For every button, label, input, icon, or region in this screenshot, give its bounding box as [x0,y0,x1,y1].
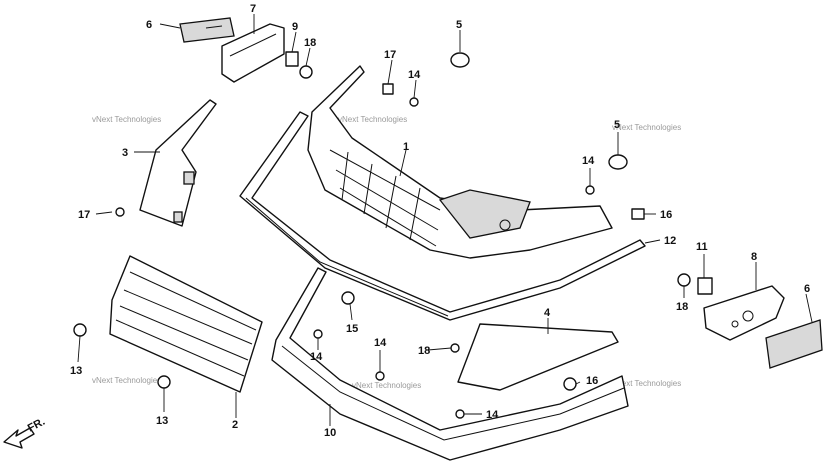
watermark: vNext Technologies [338,115,407,124]
part-6-lens-right [765,319,823,369]
part-4-bracket [457,323,619,391]
leader-lines [77,14,813,426]
watermark: vNext Technologies [612,379,681,388]
callout-13: 13 [70,365,82,377]
watermark: vNext Technologies [352,381,421,390]
callout-14: 14 [486,409,499,421]
watermark: vNext Technologies [612,123,681,132]
callout-1: 1 [403,141,409,153]
callout-8: 8 [751,251,757,263]
front-direction-arrow: FR. [3,416,47,449]
callout-14: 14 [310,351,323,363]
part-5-grommet-top [450,52,470,68]
callout-16: 16 [660,209,672,221]
callout-9: 9 [292,21,298,33]
callout-3: 3 [122,147,128,159]
part-12-molding [239,111,646,321]
part-16-clip-right [631,208,645,220]
part-10-clip [697,277,713,295]
callout-2: 2 [232,419,238,431]
callouts: 6 7 9 18 5 17 14 1 3 17 14 5 16 12 11 8 … [70,3,810,439]
callout-10: 11 [696,241,708,253]
callout-14: 14 [374,337,387,349]
callout-15: 16 [586,375,598,387]
part-13-bolts [73,323,171,389]
callout-7: 7 [250,3,256,15]
callout-18: 18 [676,301,688,313]
callout-15: 15 [346,323,358,335]
callout-12: 12 [664,235,676,247]
part-15-bolts [341,291,577,391]
part-18-grommet-right [677,273,691,287]
callout-17: 18 [418,345,430,357]
part-2-left-grille [109,255,263,393]
part-16-clip-top [382,83,394,95]
part-9-clip [285,51,299,67]
callout-13: 13 [156,415,168,427]
part-1-grille-frame [307,65,613,259]
callout-14: 14 [582,155,595,167]
watermark: vNext Technologies [92,376,161,385]
part-6-lens-top [179,17,235,43]
direction-label: FR. [26,416,47,435]
part-7-housing [221,23,285,83]
callout-4: 4 [544,307,551,319]
callout-6: 6 [804,283,810,295]
part-8-housing-right [703,285,785,341]
callout-11: 10 [324,427,336,439]
part-14-screws [313,97,595,419]
part-5-grommet-mid [608,154,628,170]
watermarks: vNext Technologies vNext Technologies vN… [92,115,681,390]
callout-5: 5 [456,19,462,31]
watermark: vNext Technologies [92,115,161,124]
part-18-grommet-top [299,65,313,79]
callout-17: 17 [78,209,90,221]
callout-16: 17 [384,49,396,61]
callout-6: 6 [146,19,152,31]
callout-14: 14 [408,69,421,81]
callout-18: 18 [304,37,316,49]
part-11-bumper [271,267,629,461]
part-3-bracket [139,99,217,227]
callout-5: 5 [614,119,620,131]
